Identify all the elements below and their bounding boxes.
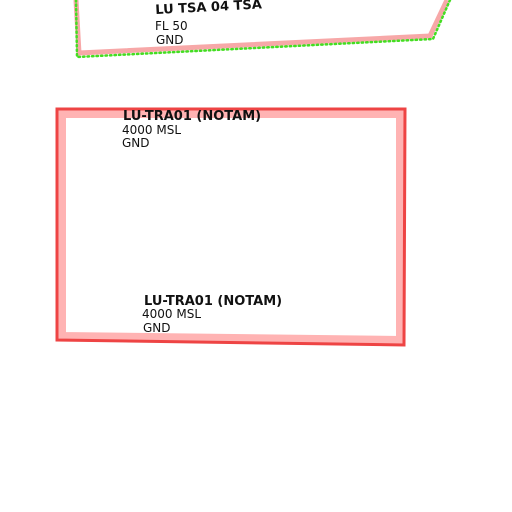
airspace-tra01-name-label-top: LU-TRA01 (NOTAM) xyxy=(123,109,262,124)
airspace-tsa04-lower-limit: GND xyxy=(156,33,184,47)
airspace-tra01-boundary xyxy=(55,107,407,347)
airspace-tra01-name-label-bottom: LU-TRA01 (NOTAM) xyxy=(144,294,283,309)
airspace-tsa04-boundary xyxy=(74,0,452,59)
airspace-tra01[interactable] xyxy=(55,107,407,347)
airspace-tra01-lower-limit-top: GND xyxy=(122,136,150,150)
airspace-tra01-inner-band xyxy=(58,110,404,345)
airspace-tra01-upper-limit-top: 4000 MSL xyxy=(122,123,182,137)
airspace-tsa04-upper-limit: FL 50 xyxy=(155,19,188,33)
airspace-tra01-lower-limit-bottom: GND xyxy=(143,321,171,335)
airspace-tsa04[interactable] xyxy=(73,0,452,59)
airspace-tra01-upper-limit-bottom: 4000 MSL xyxy=(142,307,202,321)
